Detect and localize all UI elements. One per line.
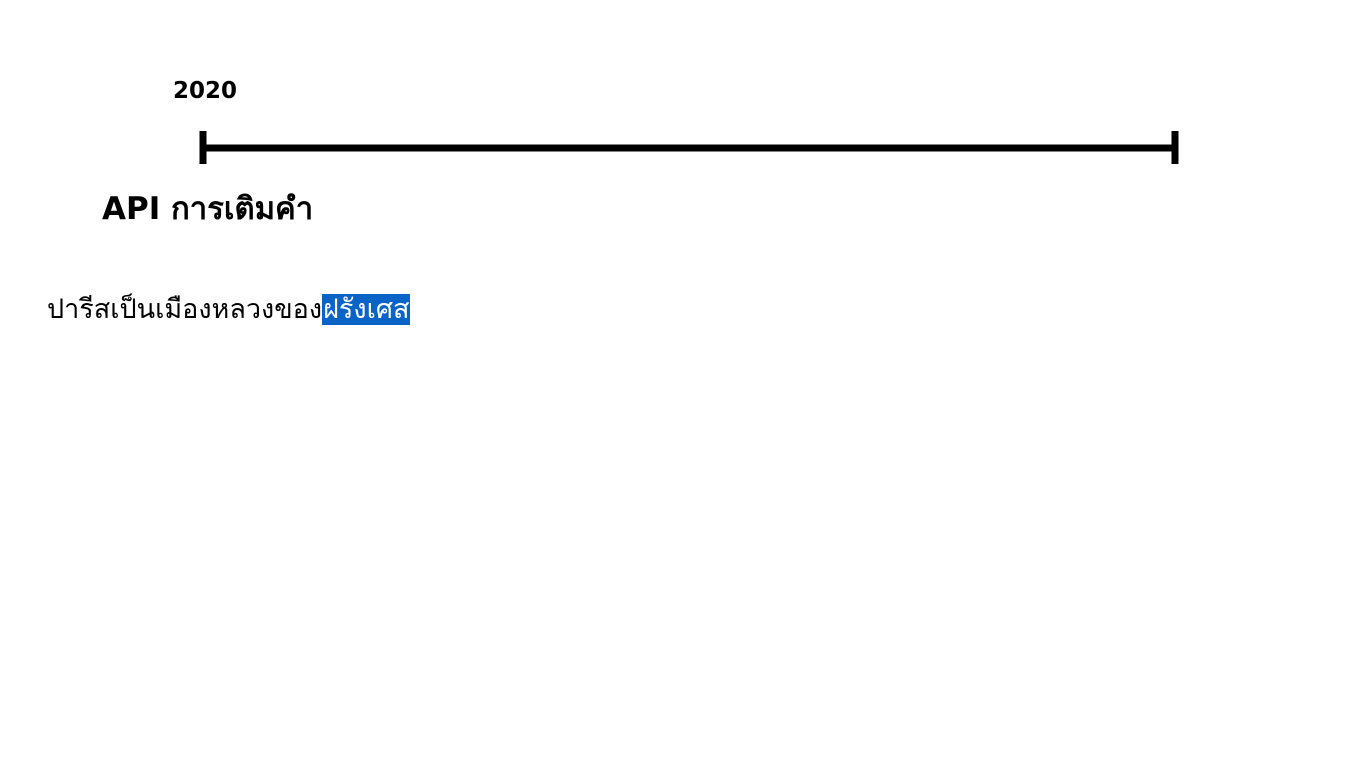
prompt-text: ปารีสเป็นเมืองหลวงของ (47, 294, 323, 325)
completion-example: ปารีสเป็นเมืองหลวงของฝรั่งเศส (47, 289, 411, 331)
timeline-year-label: 2020 (173, 78, 238, 104)
completion-text: ฝรั่งเศส (322, 294, 411, 325)
timeline-milestone-label: API การเติมคำ (102, 191, 314, 227)
